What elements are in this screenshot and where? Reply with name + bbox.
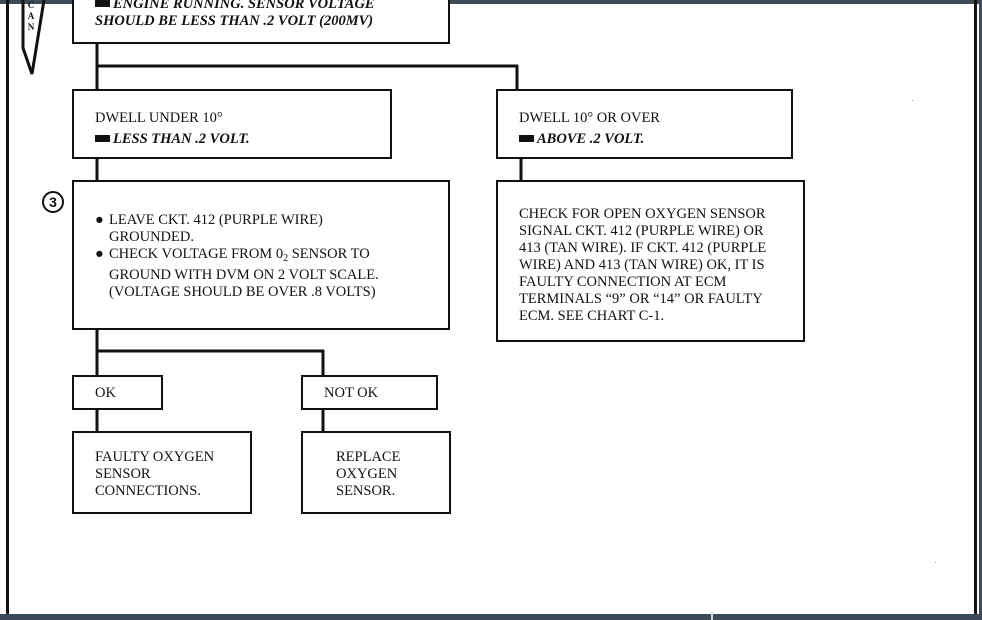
box-dwell-over: DWELL 10° OR OVER ABOVE .2 VOLT. — [496, 89, 793, 159]
replace-line: REPLACE — [336, 449, 401, 465]
box-check-voltage: ●LEAVE CKT. 412 (PURPLE WIRE) GROUNDED. … — [72, 180, 450, 330]
check-bullet-2-cont-2: (VOLTAGE SHOULD BE OVER .8 VOLTS) — [109, 284, 376, 300]
open-sensor-line: FAULTY CONNECTION AT ECM — [519, 274, 727, 290]
dwell-under-title: DWELL UNDER 10° — [95, 110, 223, 126]
check-bullet-2-cont-1: GROUND WITH DVM ON 2 VOLT SCALE. — [109, 267, 379, 283]
black-square-icon — [95, 0, 110, 7]
side-tab-outline — [21, 0, 46, 75]
open-sensor-line: TERMINALS “9” OR “14” OR FAULTY — [519, 291, 763, 307]
faulty-line: CONNECTIONS. — [95, 483, 201, 499]
dwell-under-result: LESS THAN .2 VOLT. — [95, 129, 390, 150]
box-ok: OK — [72, 375, 163, 410]
page-left-rule — [6, 0, 9, 614]
viewer-right-edge — [979, 0, 982, 614]
open-sensor-line: 413 (TAN WIRE). IF CKT. 412 (PURPLE — [519, 240, 767, 256]
replace-line: OXYGEN — [336, 466, 398, 482]
bullet-icon: ● — [95, 246, 104, 262]
bullet-icon: ● — [95, 212, 104, 228]
check-bullet-2: ●CHECK VOLTAGE FROM 02 SENSOR TO — [95, 246, 370, 264]
viewer-bottom-divider — [711, 612, 713, 620]
black-square-icon — [519, 135, 534, 142]
open-sensor-line: CHECK FOR OPEN OXYGEN SENSOR — [519, 206, 766, 222]
side-tab-letter: N — [27, 22, 35, 32]
scan-speck — [912, 100, 913, 101]
ok-label: OK — [95, 385, 116, 401]
viewer-bottom-bar — [0, 614, 982, 620]
subscript-2: 2 — [283, 253, 289, 264]
step-number-marker: 3 — [42, 191, 64, 213]
box-open-sensor-check: CHECK FOR OPEN OXYGEN SENSOR SIGNAL CKT.… — [496, 180, 805, 342]
faulty-line: FAULTY OXYGEN — [95, 449, 215, 465]
open-sensor-line: WIRE) AND 413 (TAN WIRE) OK, IT IS — [519, 257, 765, 273]
page-right-rule — [974, 0, 977, 614]
box-dwell-under: DWELL UNDER 10° LESS THAN .2 VOLT. — [72, 89, 392, 159]
check-bullet-1-cont: GROUNDED. — [109, 229, 194, 245]
open-sensor-line: ECM. SEE CHART C-1. — [519, 308, 665, 324]
engine-running-line-1: ENGINE RUNNING. SENSOR VOLTAGE — [95, 0, 448, 13]
replace-line: SENSOR. — [336, 483, 396, 499]
not-ok-label: NOT OK — [324, 385, 379, 401]
scan-speck — [935, 562, 936, 563]
faulty-line: SENSOR — [95, 466, 151, 482]
black-square-icon — [95, 135, 110, 142]
scan-side-tab: C A N — [25, 0, 37, 33]
open-sensor-line: SIGNAL CKT. 412 (PURPLE WIRE) OR — [519, 223, 764, 239]
viewer-top-bar — [0, 0, 982, 4]
box-replace-sensor: REPLACE OXYGEN SENSOR. — [301, 431, 451, 514]
dwell-over-result: ABOVE .2 VOLT. — [519, 129, 791, 150]
box-not-ok: NOT OK — [301, 375, 438, 410]
box-faulty-connections: FAULTY OXYGEN SENSOR CONNECTIONS. — [72, 431, 252, 514]
side-tab-letter: C — [27, 0, 35, 10]
check-bullet-1: ●LEAVE CKT. 412 (PURPLE WIRE) — [95, 212, 323, 228]
dwell-over-title: DWELL 10° OR OVER — [519, 110, 660, 126]
engine-running-line-2: SHOULD BE LESS THAN .2 VOLT (200MV) — [95, 13, 374, 29]
side-tab-letter: A — [27, 11, 35, 21]
box-engine-running: ENGINE RUNNING. SENSOR VOLTAGE SHOULD BE… — [72, 0, 450, 44]
